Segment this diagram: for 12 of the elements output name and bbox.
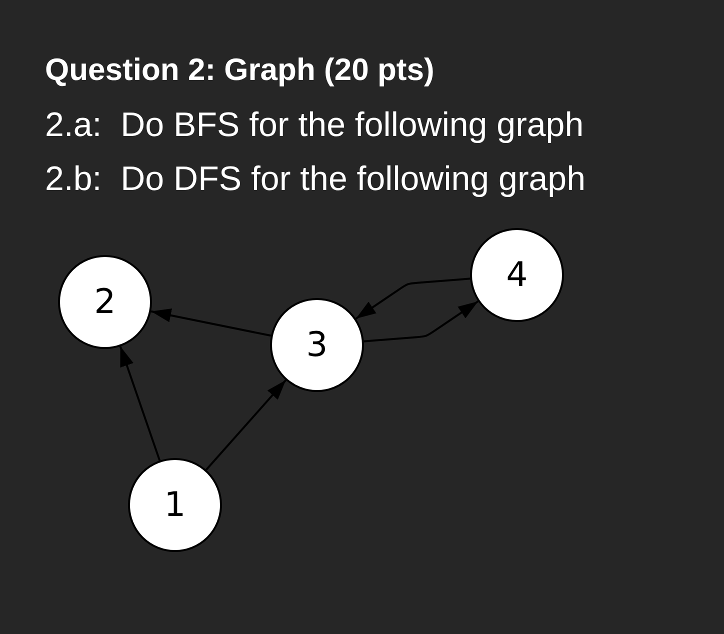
graph-node-circle: 1 [128,458,222,552]
arrow [119,346,161,461]
arrow [205,379,287,471]
arrow [355,278,470,320]
graph-node-circle: 3 [270,298,364,392]
graph-node-circle: 4 [470,228,564,322]
task-text: 2.a: Do BFS for the following graph [45,106,584,145]
graph-node-circle: 2 [58,255,152,349]
question-heading: Question 2: Graph (20 pts) [45,52,434,88]
arrow [150,308,272,337]
arrow [364,300,479,342]
task-text: 2.b: Do DFS for the following graph [45,160,586,199]
